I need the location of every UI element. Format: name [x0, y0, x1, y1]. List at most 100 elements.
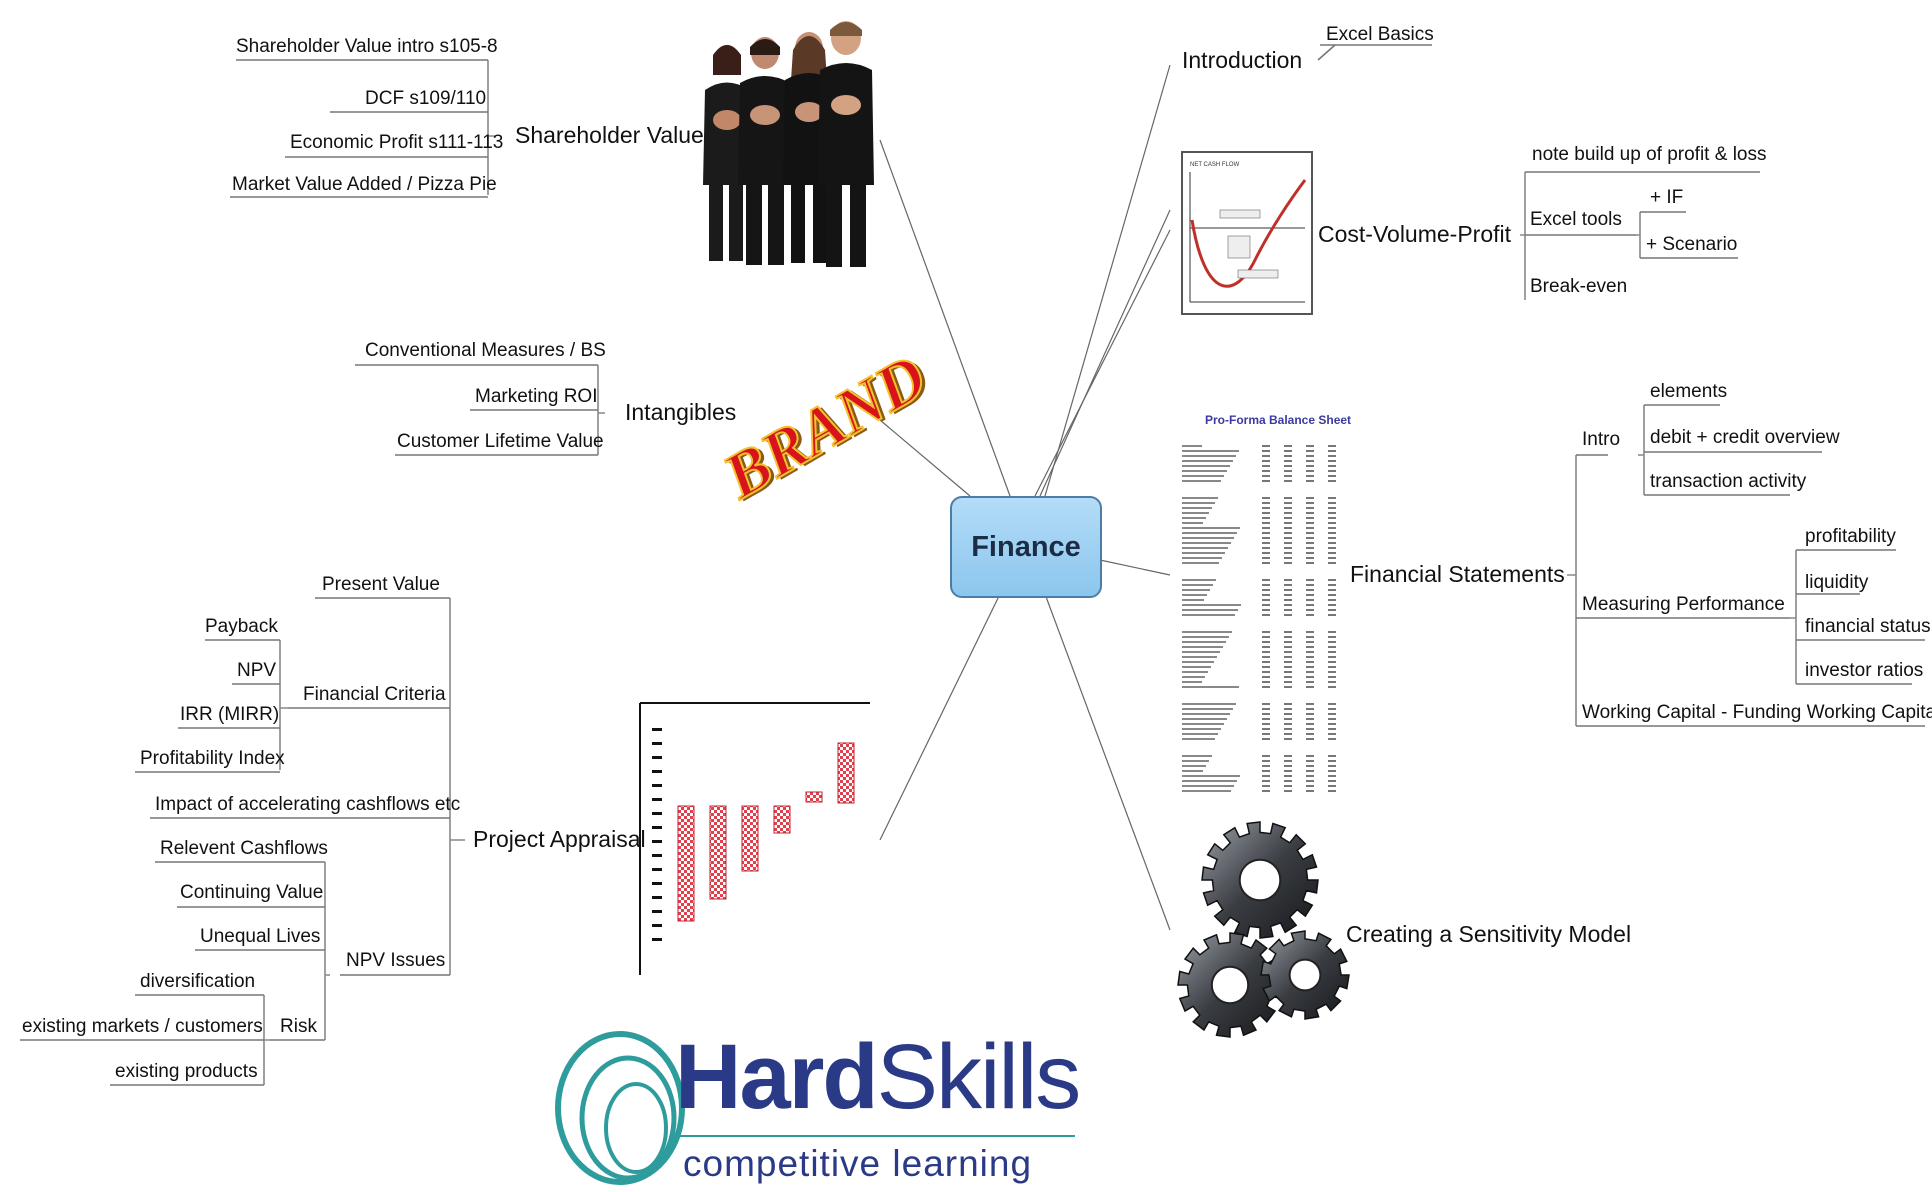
- bs-row-value: [1306, 497, 1314, 499]
- bs-row-value: [1306, 527, 1314, 529]
- chart-tick: [652, 826, 662, 829]
- bs-row-value: [1306, 480, 1314, 482]
- break-even-label[interactable]: Break-even: [1530, 276, 1627, 297]
- excel-tools-label[interactable]: Excel tools: [1530, 209, 1622, 230]
- bs-row-value: [1306, 502, 1314, 504]
- bs-row-label: [1182, 703, 1236, 705]
- center-node-finance[interactable]: Finance: [950, 496, 1102, 598]
- cvp-label[interactable]: Cost-Volume-Profit: [1318, 221, 1512, 247]
- diversification-label[interactable]: diversification: [140, 971, 255, 992]
- existing-products-label[interactable]: existing products: [115, 1061, 258, 1082]
- investor-ratios-label[interactable]: investor ratios: [1805, 660, 1923, 681]
- bs-row-value: [1284, 557, 1292, 559]
- if-tool-label[interactable]: + IF: [1650, 187, 1683, 208]
- bs-row-value: [1328, 470, 1336, 472]
- project-appraisal-label[interactable]: Project Appraisal: [473, 826, 646, 852]
- bs-row-value: [1306, 589, 1314, 591]
- profitability-label[interactable]: profitability: [1805, 526, 1896, 547]
- brand-text: BRAND: [711, 340, 938, 512]
- balance-sheet-image: Pro-Forma Balance Sheet: [1182, 413, 1351, 792]
- bs-row-value: [1328, 507, 1336, 509]
- working-capital-label[interactable]: Working Capital - Funding Working Capita…: [1582, 702, 1932, 723]
- bs-row-value: [1328, 666, 1336, 668]
- profitability-index-label[interactable]: Profitability Index: [140, 748, 285, 769]
- relevent-cashflows-label[interactable]: Relevent Cashflows: [160, 838, 328, 859]
- bs-row-value: [1306, 703, 1314, 705]
- bs-row-label: [1182, 713, 1230, 715]
- bs-row-value: [1284, 502, 1292, 504]
- bs-row-value: [1328, 760, 1336, 762]
- branch-project-appraisal[interactable]: Project Appraisal Present Value Financia…: [20, 574, 646, 1086]
- fs-debit-credit-label[interactable]: debit + credit overview: [1650, 427, 1840, 448]
- bs-row-value: [1306, 785, 1314, 787]
- bs-row-value: [1284, 604, 1292, 606]
- bs-row-value: [1284, 681, 1292, 683]
- branch-intangibles[interactable]: Intangibles Conventional Measures / BS M…: [355, 340, 736, 456]
- branch-sensitivity-model[interactable]: Creating a Sensitivity Model: [1346, 921, 1631, 947]
- chart-tick: [652, 742, 662, 745]
- introduction-label[interactable]: Introduction: [1182, 47, 1302, 73]
- bs-row-value: [1306, 686, 1314, 688]
- risk-label[interactable]: Risk: [280, 1016, 317, 1037]
- chart-tick: [652, 756, 662, 759]
- branch-cost-volume-profit[interactable]: Cost-Volume-Profit note build up of prof…: [1318, 144, 1766, 300]
- npv-issues-label[interactable]: NPV Issues: [346, 950, 445, 971]
- bs-row-value: [1262, 584, 1270, 586]
- fs-intro-label[interactable]: Intro: [1582, 429, 1620, 450]
- bs-row-value: [1328, 552, 1336, 554]
- bs-row-value: [1306, 728, 1314, 730]
- bs-row-label: [1182, 738, 1215, 740]
- bs-row-value: [1284, 475, 1292, 477]
- cvp-note-label[interactable]: note build up of profit & loss: [1532, 144, 1766, 165]
- payback-label[interactable]: Payback: [205, 616, 278, 637]
- bs-row-value: [1306, 713, 1314, 715]
- bs-row-label: [1182, 760, 1209, 762]
- financial-statements-label[interactable]: Financial Statements: [1350, 561, 1565, 587]
- dcf-label[interactable]: DCF s109/110: [365, 88, 486, 109]
- customer-lifetime-value-label[interactable]: Customer Lifetime Value: [397, 431, 604, 452]
- npv-label[interactable]: NPV: [237, 660, 276, 681]
- bs-row-value: [1284, 775, 1292, 777]
- liquidity-label[interactable]: liquidity: [1805, 572, 1869, 593]
- bs-row-label: [1182, 728, 1221, 730]
- market-value-added-label[interactable]: Market Value Added / Pizza Pie: [232, 174, 497, 195]
- impact-accelerating-label[interactable]: Impact of accelerating cashflows etc: [155, 794, 460, 815]
- continuing-value-label[interactable]: Continuing Value: [180, 882, 323, 903]
- bs-row-value: [1284, 599, 1292, 601]
- fs-elements-label[interactable]: elements: [1650, 381, 1727, 402]
- shareholder-value-label[interactable]: Shareholder Value: [515, 122, 704, 148]
- branch-financial-statements[interactable]: Financial Statements Intro elements debi…: [1350, 381, 1932, 727]
- excel-basics-label[interactable]: Excel Basics: [1326, 24, 1434, 45]
- bs-row-value: [1284, 522, 1292, 524]
- unequal-lives-label[interactable]: Unequal Lives: [200, 926, 320, 947]
- bs-row-value: [1328, 775, 1336, 777]
- bs-row-label: [1182, 681, 1202, 683]
- bs-row-label: [1182, 507, 1212, 509]
- bs-row-label: [1182, 532, 1237, 534]
- bs-row-value: [1306, 681, 1314, 683]
- branch-introduction[interactable]: Introduction Excel Basics: [1182, 24, 1434, 73]
- bs-row-value: [1284, 723, 1292, 725]
- measuring-performance-label[interactable]: Measuring Performance: [1582, 594, 1785, 615]
- branch-shareholder-value[interactable]: Shareholder Value Shareholder Value intr…: [230, 36, 704, 198]
- bs-row-value: [1306, 718, 1314, 720]
- financial-criteria-label[interactable]: Financial Criteria: [303, 684, 446, 705]
- sensitivity-model-label[interactable]: Creating a Sensitivity Model: [1346, 921, 1631, 947]
- marketing-roi-label[interactable]: Marketing ROI: [475, 386, 597, 407]
- financial-status-label[interactable]: financial status: [1805, 616, 1931, 637]
- bs-row-value: [1262, 646, 1270, 648]
- conventional-measures-label[interactable]: Conventional Measures / BS: [365, 340, 606, 361]
- sv-intro-label[interactable]: Shareholder Value intro s105-8: [236, 36, 498, 57]
- scenario-tool-label[interactable]: + Scenario: [1646, 234, 1737, 255]
- present-value-label[interactable]: Present Value: [322, 574, 440, 595]
- bs-row-value: [1262, 552, 1270, 554]
- intangibles-label[interactable]: Intangibles: [625, 399, 736, 425]
- bs-row-value: [1284, 631, 1292, 633]
- bs-row-value: [1284, 594, 1292, 596]
- bs-row-label: [1182, 708, 1233, 710]
- economic-profit-label[interactable]: Economic Profit s111-113: [290, 132, 503, 153]
- existing-markets-label[interactable]: existing markets / customers: [22, 1016, 263, 1037]
- bs-row-value: [1284, 517, 1292, 519]
- irr-label[interactable]: IRR (MIRR): [180, 704, 279, 725]
- fs-transaction-activity-label[interactable]: transaction activity: [1650, 471, 1807, 492]
